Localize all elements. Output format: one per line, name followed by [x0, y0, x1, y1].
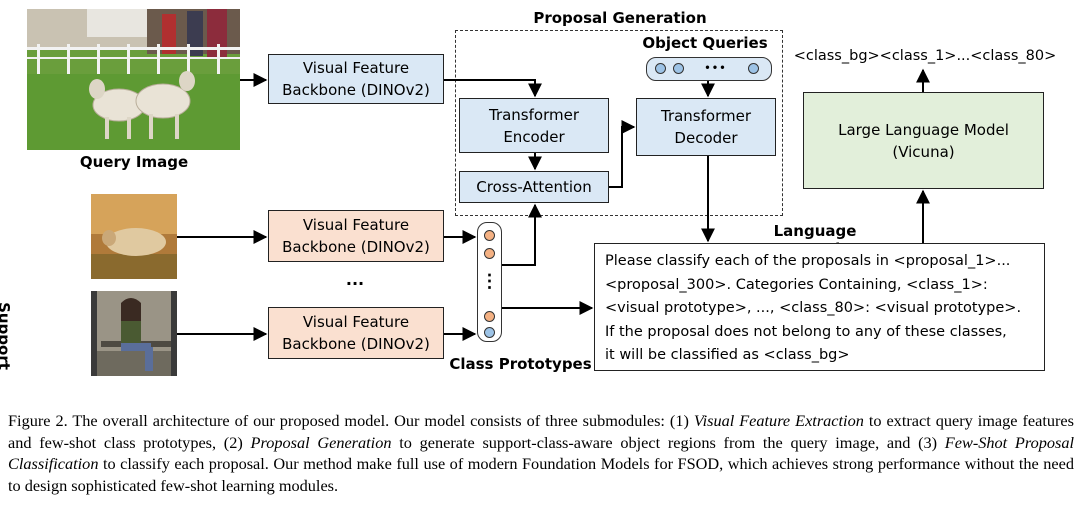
- box-line: Backbone (DINOv2): [282, 238, 430, 256]
- language-instruction-box: Please classify each of the proposals in…: [594, 243, 1045, 371]
- box-line: Transformer: [488, 105, 579, 124]
- instruction-line: it will be classified as <class_bg>: [605, 347, 850, 363]
- box-line: Large Language Model: [838, 120, 1009, 139]
- box-line: Cross-Attention: [476, 178, 592, 196]
- caption-text: to extract query image features and few-…: [8, 411, 1074, 452]
- box-line: Decoder: [674, 129, 738, 147]
- prototype-token: [484, 248, 495, 259]
- caption-text: Figure 2. The overall architecture of ou…: [8, 411, 694, 430]
- prototypes-ellipsis: ⋮: [480, 271, 499, 291]
- prototype-token: [484, 230, 495, 241]
- proposal-generation-region: [455, 30, 783, 216]
- support-image-2: [91, 291, 177, 376]
- prototype-token: [484, 311, 495, 322]
- box-line: Visual Feature: [302, 313, 410, 331]
- instruction-line: Please classify each of the proposals in…: [605, 253, 1011, 269]
- caption-text: to generate support-class-aware object r…: [391, 432, 945, 452]
- box-line: (Vicuna): [892, 142, 955, 161]
- instruction-line: <proposal_300>. Categories Containing, <…: [605, 276, 988, 293]
- query-token: [748, 63, 759, 74]
- box-line: Visual Feature: [302, 216, 410, 234]
- figure-caption: Figure 2. The overall architecture of ou…: [8, 410, 1074, 496]
- query-image-label: Query Image: [79, 153, 189, 171]
- output-tokens: <class_bg><class_1>...<class_80>: [793, 48, 1057, 64]
- cross-attention-box: Cross-Attention: [459, 171, 609, 203]
- support-images-label: Support Images: [0, 302, 13, 370]
- proposal-generation-label: Proposal Generation: [533, 9, 707, 27]
- caption-italic: Proposal Generation: [250, 432, 392, 452]
- caption-italic: Visual Feature Extraction: [693, 411, 864, 430]
- caption-text: to classify each proposal. Our method ma…: [8, 454, 1074, 495]
- box-line: Encoder: [503, 127, 565, 146]
- caption-italic: Few-Shot Proposal Classification: [8, 432, 1075, 474]
- box-line: Transformer: [660, 107, 751, 125]
- box-line: Backbone (DINOv2): [282, 335, 430, 353]
- box-line: Backbone (DINOv2): [282, 81, 430, 99]
- instruction-line: If the proposal does not belong to any o…: [605, 323, 1007, 340]
- query-image: [27, 9, 240, 150]
- class-prototypes-label: Class Prototypes: [449, 355, 592, 373]
- instruction-line: <visual prototype>, ..., <class_80>: <vi…: [605, 300, 1022, 316]
- prototype-token: [484, 327, 495, 338]
- support-image-1: [91, 194, 177, 279]
- query-token: [673, 63, 684, 74]
- queries-ellipsis: • • •: [705, 60, 725, 74]
- object-queries-label: Object Queries: [642, 34, 768, 52]
- query-token: [655, 63, 666, 74]
- support-ellipsis: ...: [345, 270, 365, 289]
- llm-box: Large Language Model (Vicuna): [803, 92, 1044, 189]
- box-line: Visual Feature: [302, 59, 410, 77]
- class-prototypes-column: [477, 222, 502, 342]
